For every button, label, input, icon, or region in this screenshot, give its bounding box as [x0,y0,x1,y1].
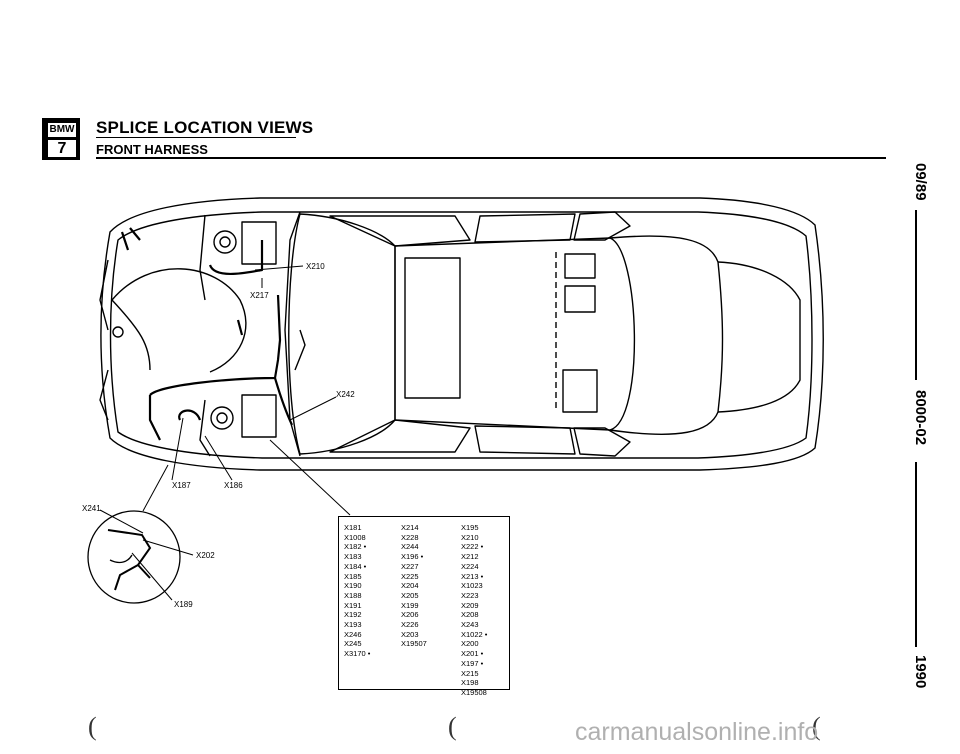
title-underline [96,137,296,138]
splice-id: X214 [401,523,419,532]
leader-x189 [131,552,173,601]
reservoir-top [213,230,237,254]
side-rule-top [915,210,917,380]
label-x189: X189 [174,600,193,609]
page-title: SPLICE LOCATION VIEWS [96,118,314,137]
detail-circle [87,510,181,604]
splice-id: X208 [461,610,479,620]
windshield [288,213,396,455]
side-rule-bottom [915,462,917,647]
engine-outline [111,268,247,373]
splice-id: X205 [401,590,419,600]
splice-id: X222 • [461,542,484,552]
splice-id: X225 [401,571,419,581]
splice-id: X185 [344,571,362,581]
splice-id: X190 [344,581,362,591]
label-x241: X241 [82,504,101,513]
logo-series: 7 [47,139,77,158]
splice-id: X227 [401,561,419,571]
splice-id: X196 • [401,552,424,562]
watermark-text: carmanualsonline.info [575,718,819,746]
leader-x187 [171,417,184,481]
splice-id: X228 [401,532,419,542]
label-x186: X186 [224,481,243,490]
splice-id: X192 [344,610,362,620]
splice-id: X203 [401,629,419,639]
fuse-box-bottom [241,394,277,438]
splice-id: X188 [344,590,362,600]
splice-id: X1022 • [461,629,488,639]
splice-id: X184 • [344,561,367,571]
logo-brand: BMW [47,122,77,138]
car-body-inner [109,211,813,459]
rear-box [562,369,598,413]
leader-x241 [99,509,144,534]
bmw-7-logo: BMW 7 [42,118,80,160]
leader-x202 [142,539,194,556]
header-rule [96,157,886,159]
splice-id: X206 [401,610,419,620]
reservoir-bottom [210,406,234,430]
leader-x210 [254,265,304,271]
label-x217: X217 [250,291,269,300]
rear-window [609,235,724,435]
splice-id: X212 [461,552,479,562]
leader-x242 [289,396,337,421]
splice-id: X223 [461,590,479,600]
roof-outline [394,237,636,431]
splice-id: X198 [461,678,479,688]
battery-box-positive [564,253,596,279]
splice-id: X191 [344,600,362,610]
leader-x186 [204,435,233,481]
battery-box-negative [564,285,596,313]
label-x210: X210 [306,262,325,271]
splice-id: X1008 [344,532,366,542]
sunroof [404,257,461,399]
splice-id: X204 [401,581,419,591]
footer-paren-3: ( [812,712,821,741]
footer-paren-2: ( [448,712,457,741]
page-subtitle: FRONT HARNESS [96,142,208,157]
splice-id: X181 [344,523,362,532]
splice-id: X182 • [344,542,367,552]
splice-id: X195 [461,523,479,532]
splice-id: X224 [461,561,479,571]
splice-id: X213 • [461,571,484,581]
label-x242: X242 [336,390,355,399]
splice-id: X226 [401,620,419,630]
leader-table [269,439,351,516]
label-x202: X202 [196,551,215,560]
car-body-outline [100,197,824,471]
splice-id: X193 [344,620,362,630]
splice-id: X1023 [461,581,483,591]
harness-main [208,240,264,275]
splice-id: X201 • [461,649,484,659]
splice-id: X243 [461,620,479,630]
splice-id: X246 [344,629,362,639]
splice-id: X200 [461,639,479,649]
footer-paren-1: ( [88,712,97,741]
splice-id: X3170 • [344,649,371,659]
splice-id: X209 [461,600,479,610]
splice-id: X215 [461,668,479,678]
splice-id: X183 [344,552,362,562]
splice-id: X245 [344,639,362,649]
fuse-box-top [241,221,277,265]
splice-id: X244 [401,542,419,552]
splice-id: X199 [401,600,419,610]
splice-id: X19508 [461,687,487,697]
splice-id: X210 [461,532,479,542]
splice-id: X197 • [461,658,484,668]
splice-id: X19507 [401,639,427,649]
label-x187: X187 [172,481,191,490]
